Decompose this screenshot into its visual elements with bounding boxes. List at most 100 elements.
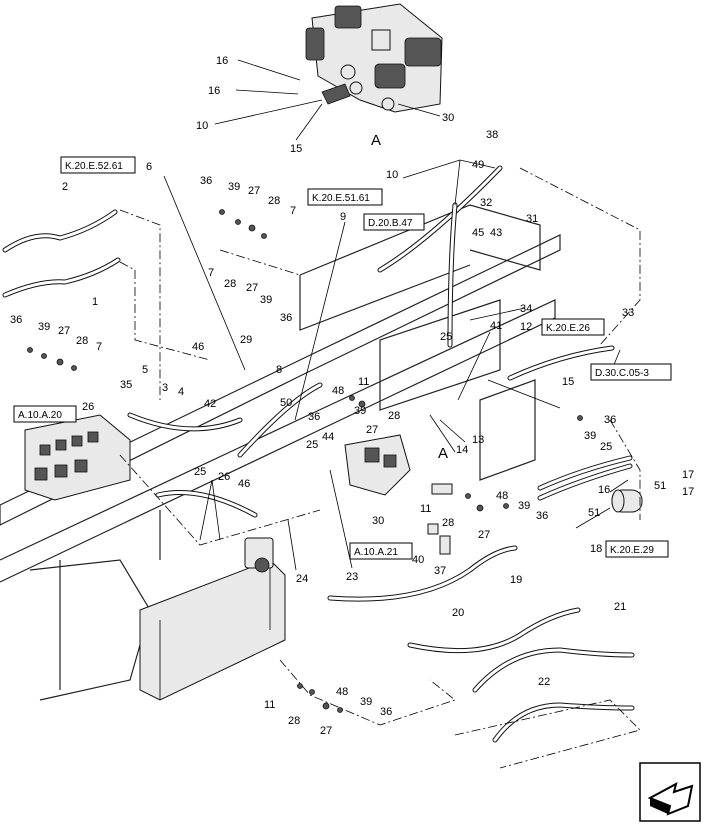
callout: 30 [372,515,384,527]
callout: 36 [536,510,548,522]
callout: 7 [290,205,296,217]
callout: 41 [490,320,502,332]
ref-code: D.30.C.05-3 [595,368,649,379]
callout: 7 [208,267,214,279]
callout: 7 [96,341,102,353]
callout: 28 [288,715,300,727]
callout: 36 [380,706,392,718]
callout: 1 [92,296,98,308]
callout: 39 [228,181,240,193]
callout: 44 [322,431,334,443]
callout: 51 [654,480,666,492]
callout: 34 [520,303,532,315]
ref-code: D.20.B.47 [368,218,413,229]
fasteners [27,209,583,713]
callout: 36 [308,411,320,423]
ref-code: K.20.E.26 [546,323,590,334]
callout: 27 [366,424,378,436]
ref-code: K.20.E.29 [610,545,654,556]
callout: 28 [224,278,236,290]
callout: 15 [562,376,574,388]
callout: 39 [584,430,596,442]
callout: 27 [248,185,260,197]
callout: 27 [320,725,332,737]
ref-code: A.10.A.20 [18,410,62,421]
callout: 16 [598,484,610,496]
callout: 17 [682,469,694,481]
callout: 30 [442,112,454,124]
callout: 6 [146,161,152,173]
callout: 48 [336,686,348,698]
callout: 11 [264,699,275,711]
callout: 31 [526,213,538,225]
view-letter: A [371,132,381,149]
callout: 10 [386,169,398,181]
callout: 14 [456,444,468,456]
callout: 25 [440,331,452,343]
callout: 13 [472,434,484,446]
chassis-frame [0,204,561,701]
callout: 51 [588,507,600,519]
reservoir-tank [139,537,286,701]
callout: 9 [340,211,346,223]
callout: 22 [538,676,550,688]
view-letter: A [438,445,448,462]
callout: 39 [518,500,530,512]
callout: 27 [58,325,70,337]
callout: 42 [204,398,216,410]
callout: 25 [600,441,612,453]
callout: 35 [120,379,132,391]
callout: 39 [354,405,366,417]
control-valve-assembly [24,414,131,501]
callout: 15 [290,143,302,155]
callout: 27 [246,282,258,294]
callout: 48 [332,385,344,397]
callout: 8 [276,364,282,376]
callout: 16 [208,85,220,97]
callout: 50 [280,397,292,409]
callout: 28 [388,410,400,422]
callout: 24 [296,573,308,585]
callout: 27 [478,529,490,541]
callout: 28 [76,335,88,347]
callout: 45 [472,227,484,239]
callout: 4 [178,386,184,398]
callout: 46 [238,478,250,490]
callout: 39 [360,696,372,708]
callout: 28 [268,195,280,207]
callout: 46 [192,341,204,353]
callout: 37 [434,565,446,577]
hose-lines [2,165,635,743]
callout: 26 [218,471,230,483]
ref-code: K.20.E.52.61 [65,161,123,172]
callout: 40 [412,554,424,566]
callout: 36 [200,175,212,187]
callout: 48 [496,490,508,502]
callout: 43 [490,227,502,239]
callout: 23 [346,571,358,583]
callout: 26 [82,401,94,413]
callout: 36 [280,312,292,324]
ref-code: A.10.A.21 [354,547,398,558]
callout: 3 [162,382,168,394]
callout-numbers: 16 16 10 15 30 38 49 10 32 45 43 31 36 3… [10,55,694,737]
callout: 25 [194,466,206,478]
callout: 32 [480,197,492,209]
callout: 29 [240,334,252,346]
callout: 36 [10,314,22,326]
callout: 25 [306,439,318,451]
next-page-arrow-icon[interactable] [639,762,701,822]
callout: 36 [604,414,616,426]
callout: 28 [442,517,454,529]
callout: 49 [472,159,484,171]
ref-code: K.20.E.51.61 [312,193,370,204]
callout: 16 [216,55,228,67]
leader-lines [163,59,629,571]
callout: 19 [510,574,522,586]
callout: 33 [622,307,634,319]
callout: 12 [520,321,532,333]
reference-boxes: K.20.E.52.61 K.20.E.51.61 D.20.B.47 K.20… [13,156,672,560]
callout: 21 [614,601,626,613]
callout: 5 [142,364,148,376]
